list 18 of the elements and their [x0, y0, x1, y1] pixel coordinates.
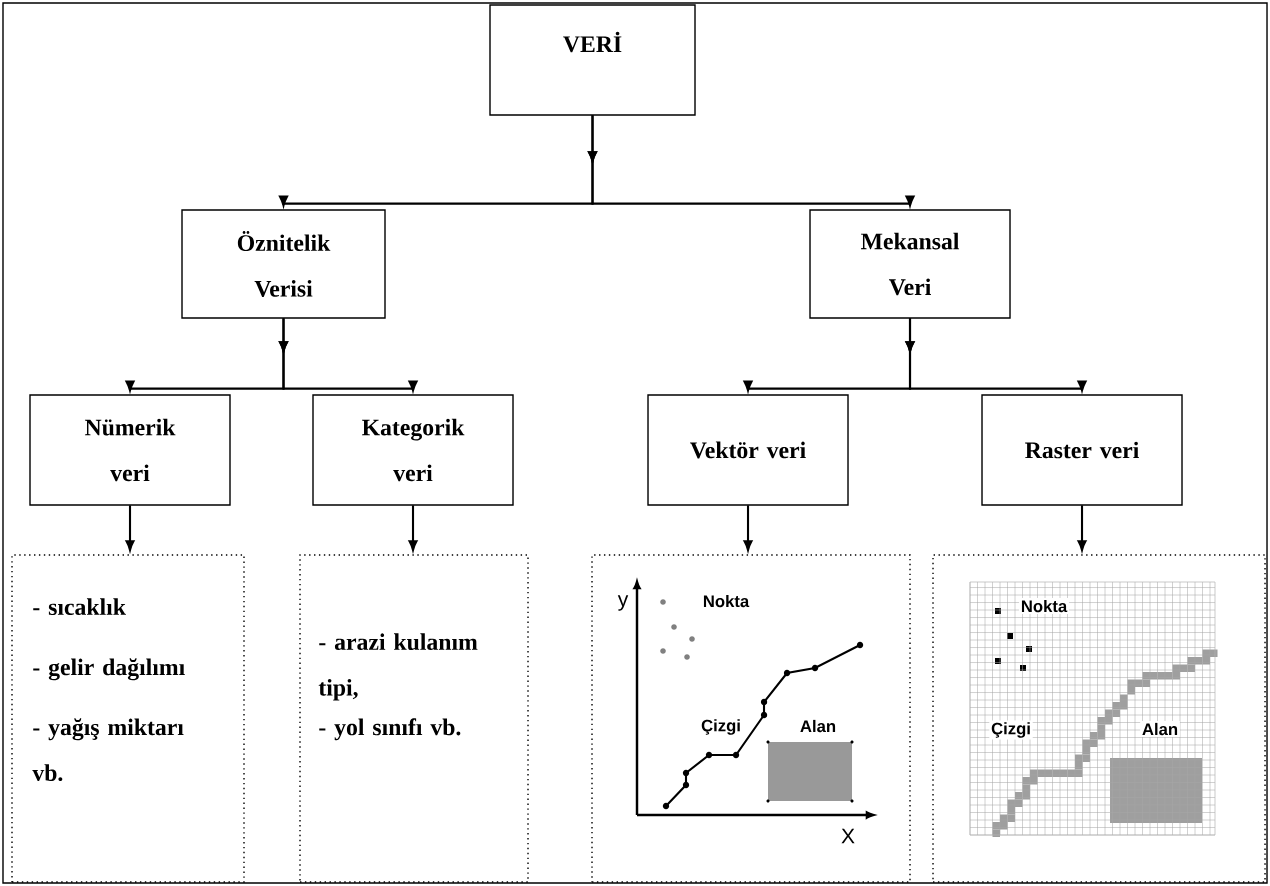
category-box: VERİ [489, 4, 696, 116]
category-box: Öznitelik Verisi [181, 209, 386, 319]
category-box: Nümerik veri [29, 394, 231, 506]
example-list-box: - sıcaklık - gelir dağılımı - yağış miktarı vb. [11, 554, 245, 883]
category-box: Mekansal Veri [809, 209, 1011, 319]
arrow [905, 318, 1087, 392]
arrow [279, 318, 418, 392]
arrow [588, 115, 915, 207]
example-list-box: - arazi kulanım tipi, - yol sınıfı vb. [299, 554, 529, 883]
arrow [1077, 505, 1087, 551]
raster-data-drawing: Nokta Çizgi Alan [932, 554, 1266, 883]
arrow [743, 505, 753, 551]
category-box: Kategorik veri [312, 394, 514, 506]
arrow [408, 505, 418, 551]
vector-data-drawing: y Nokta Çizgi Alan X [591, 554, 911, 883]
category-box: Raster veri [981, 394, 1183, 506]
arrow [125, 505, 135, 551]
category-box: Vektör veri [647, 394, 849, 506]
